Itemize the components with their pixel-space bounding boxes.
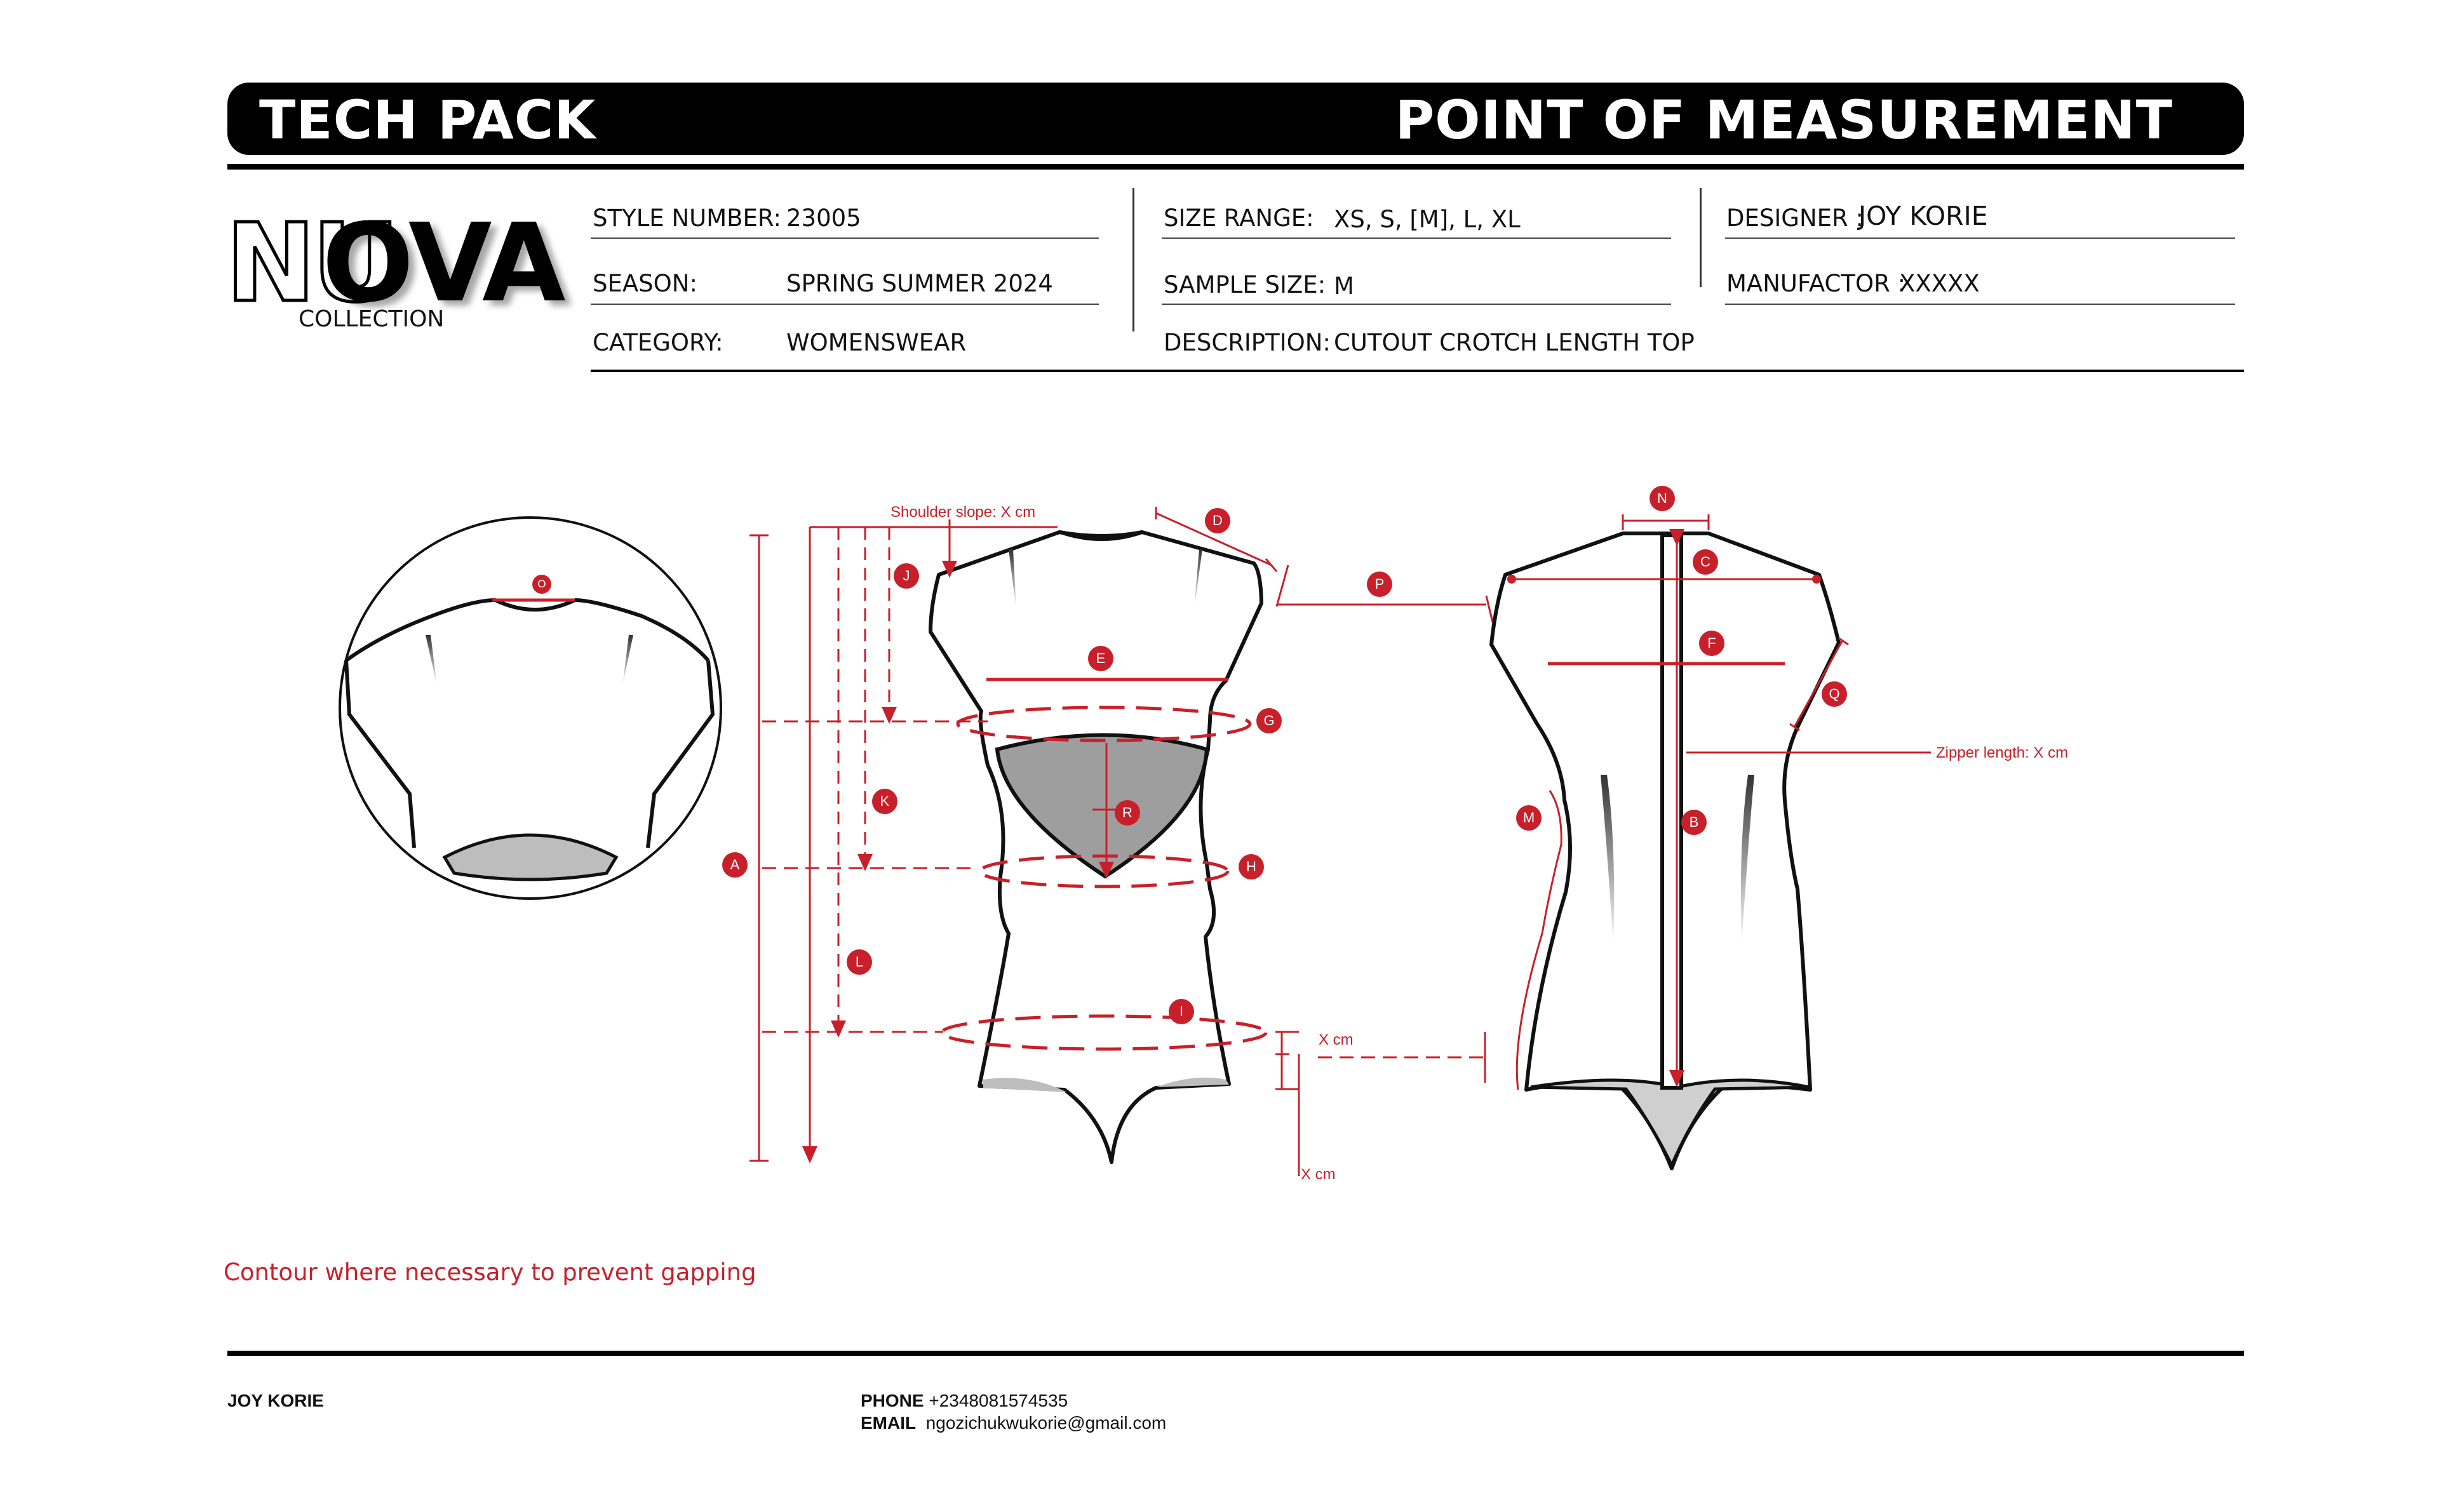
xcm-label-1: X cm (1319, 1031, 1354, 1048)
shoulder-slope-label: Shoulder slope: X cm (890, 504, 1035, 521)
back-garment (1489, 514, 1931, 1170)
phone-label: PHONE (861, 1391, 924, 1410)
designer-label: DESIGNER : (1726, 204, 1864, 232)
footer-phone-row: PHONE +2348081574535 (861, 1391, 1068, 1411)
point-marker-h: H (1239, 854, 1264, 880)
designer-value: JOY KORIE (1858, 201, 1988, 231)
sample-size-label: SAMPLE SIZE: (1164, 271, 1326, 298)
footer-rule (227, 1351, 2244, 1356)
hem-guides (1275, 565, 1494, 1176)
size-range-value: XS, S, [M], L, XL (1334, 206, 1521, 233)
season-underline (591, 304, 1099, 305)
front-garment (929, 507, 1278, 1164)
logo-nu: NU (224, 201, 401, 326)
sample-size-value: M (1334, 272, 1354, 300)
point-marker-f: F (1699, 631, 1724, 656)
category-label: CATEGORY: (593, 329, 723, 356)
designer-underline (1725, 238, 2235, 239)
sample-size-underline (1162, 304, 1671, 305)
style-number-label: STYLE NUMBER: (593, 204, 781, 232)
info-bottom-rule (591, 370, 2244, 372)
email-label: EMAIL (861, 1413, 917, 1433)
description-value: CUTOUT CROTCH LENGTH TOP (1334, 329, 1695, 356)
point-marker-o: O (532, 575, 551, 594)
point-marker-g: G (1256, 708, 1282, 733)
neckline-detail-circle (339, 516, 722, 900)
footer-email-row: EMAIL ngozichukwukorie@gmail.com (861, 1413, 1166, 1433)
tech-pack-title: TECH PACK (259, 89, 596, 151)
category-value: WOMENSWEAR (786, 329, 967, 356)
logo-collection: COLLECTION (299, 306, 445, 332)
style-number-value: 23005 (786, 204, 861, 232)
point-marker-c: C (1693, 549, 1718, 575)
contour-note: Contour where necessary to prevent gappi… (224, 1259, 756, 1286)
size-range-underline (1162, 238, 1671, 239)
point-marker-i: I (1169, 999, 1194, 1024)
size-range-label: SIZE RANGE: (1164, 204, 1314, 232)
point-of-measurement-title: POINT OF MEASUREMENT (1395, 89, 2173, 151)
footer-name: JOY KORIE (227, 1391, 324, 1410)
length-guides (749, 519, 1058, 1163)
column-separator (1132, 188, 1134, 331)
email-value: ngozichukwukorie@gmail.com (925, 1413, 1167, 1433)
point-marker-m: M (1516, 805, 1542, 831)
style-number-underline (591, 238, 1099, 239)
title-bar: TECH PACK POINT OF MEASUREMENT (227, 83, 2244, 155)
logo-ova: OVA (322, 201, 566, 326)
point-marker-k: K (872, 789, 897, 814)
manufactor-value: XXXXX (1899, 270, 1980, 297)
manufactor-underline (1725, 304, 2235, 305)
xcm-label-2: X cm (1301, 1166, 1336, 1183)
point-marker-l: L (847, 949, 872, 975)
phone-value: +2348081574535 (929, 1391, 1068, 1410)
description-label: DESCRIPTION: (1164, 329, 1331, 356)
point-marker-q: Q (1822, 681, 1847, 707)
point-marker-b: B (1681, 810, 1707, 835)
point-marker-n: N (1650, 486, 1675, 511)
point-marker-j: J (894, 563, 919, 589)
point-marker-r: R (1115, 800, 1140, 826)
column-separator-2 (1700, 188, 1702, 287)
point-marker-p: P (1367, 572, 1392, 597)
season-value: SPRING SUMMER 2024 (786, 270, 1053, 297)
point-marker-e: E (1088, 646, 1113, 671)
point-marker-a: A (722, 852, 748, 878)
season-label: SEASON: (593, 270, 697, 297)
zipper-length-label: Zipper length: X cm (1936, 744, 2068, 761)
header-rule (227, 164, 2244, 170)
point-marker-d: D (1205, 508, 1230, 533)
manufactor-label: MANUFACTOR : (1726, 270, 1906, 297)
